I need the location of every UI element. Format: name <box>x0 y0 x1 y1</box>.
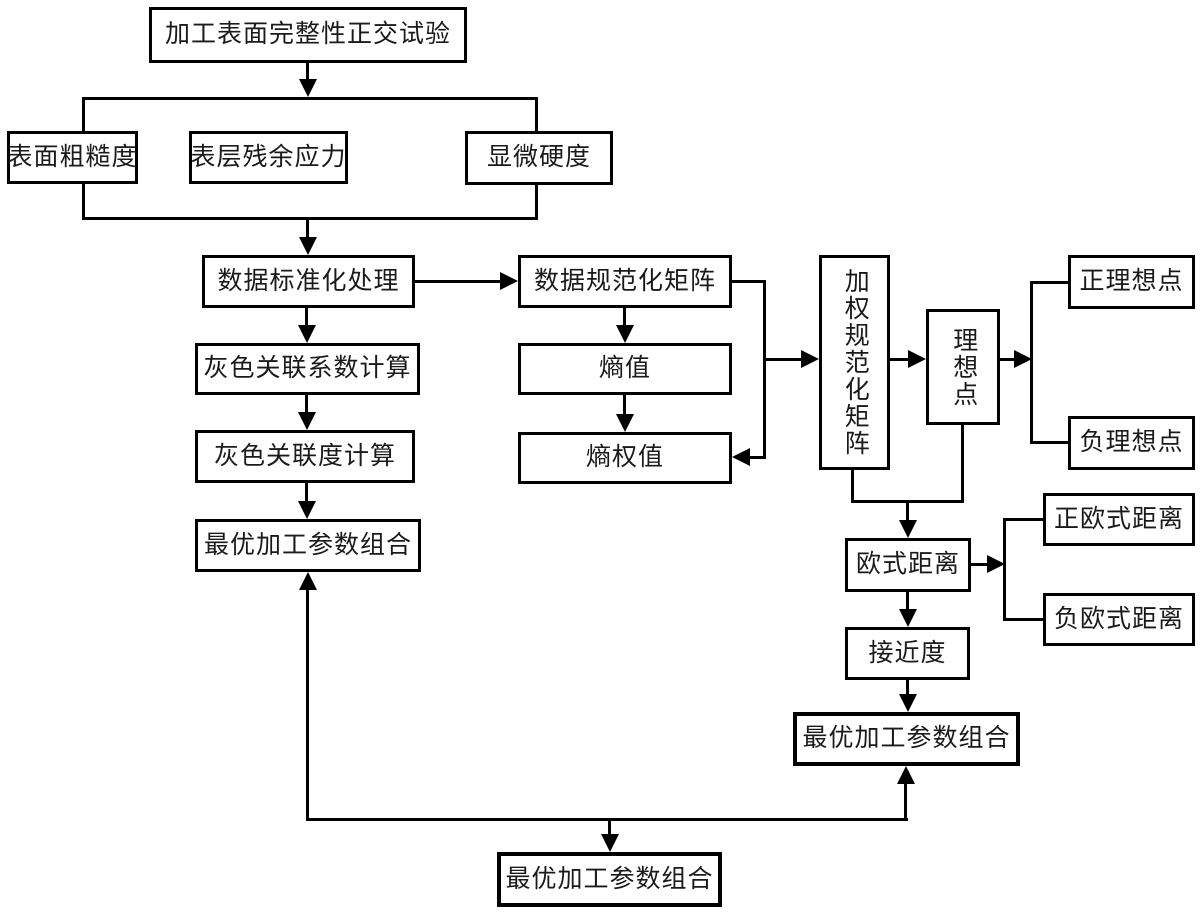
arrow-head-into-optimal-topsis <box>897 766 915 784</box>
arrow-head-into-euclidean <box>899 520 917 538</box>
node-surface-roughness: 表面粗糙度 <box>7 131 138 184</box>
connector-matrix-to-entropy <box>623 308 626 327</box>
node-residual-stress: 表层残余应力 <box>189 131 348 184</box>
connector-loop-to-entropy-weight <box>750 456 766 459</box>
connector-ideal-down <box>961 425 964 503</box>
node-optimal-params-final: 最优加工参数组合 <box>497 852 722 907</box>
connector-loop-to-weighted-matrix <box>763 358 801 361</box>
node-entropy-weight: 熵权值 <box>518 432 732 484</box>
arrow-head-standardization-to-matrix <box>500 272 518 290</box>
connector-frame-to-standardization <box>306 219 309 239</box>
node-grey-relational-coefficient: 灰色关联系数计算 <box>195 343 420 395</box>
connector-weighted-down <box>851 470 854 503</box>
arrow-head-ideal-out <box>1014 350 1032 368</box>
arrow-head-euclidean-out <box>987 555 1005 573</box>
node-data-normalization-matrix: 数据规范化矩阵 <box>518 255 732 308</box>
node-optimal-params-grey: 最优加工参数组合 <box>195 519 421 572</box>
connector-coefficient-to-degree <box>305 395 308 414</box>
bracket-to-negative-euclidean <box>1003 618 1043 621</box>
node-negative-ideal-point: 负理想点 <box>1068 416 1195 470</box>
arrow-head-matrix-to-entropy <box>616 325 634 343</box>
connector-bottom-bus <box>306 818 908 821</box>
connector-standardization-to-coefficient <box>305 308 308 327</box>
arrow-head-euclidean-to-closeness <box>899 609 917 627</box>
connector-bus-left-vertical <box>306 588 309 821</box>
bracket-to-positive-ideal <box>1030 281 1068 284</box>
arrow-head-into-optimal-final <box>601 834 619 852</box>
node-ideal-point: 理想点 <box>926 309 1000 425</box>
arrow-head-closeness-to-optimal <box>899 694 917 712</box>
node-orthogonal-test: 加工表面完整性正交试验 <box>149 7 467 63</box>
bracket-to-positive-euclidean <box>1003 518 1043 521</box>
connector-euclidean-to-closeness <box>906 592 909 611</box>
node-euclidean-distance: 欧式距离 <box>845 538 971 592</box>
connector-degree-to-optimal-grey <box>305 483 308 503</box>
arrow-head-into-weighted-matrix <box>801 350 819 368</box>
connector-entropy-to-weight <box>623 395 626 416</box>
bracket-to-negative-ideal <box>1030 441 1068 444</box>
connector-bus-right-vertical <box>904 782 907 821</box>
connector-closeness-to-optimal <box>906 680 909 696</box>
arrow-head-frame-to-standardization <box>299 237 317 255</box>
node-entropy-value: 熵值 <box>518 343 732 395</box>
node-grey-relational-degree: 灰色关联度计算 <box>195 430 415 483</box>
node-positive-ideal-point: 正理想点 <box>1068 255 1195 309</box>
node-micro-hardness: 显微硬度 <box>465 131 613 185</box>
arrow-head-standardization-to-coefficient <box>298 325 316 343</box>
arrow-head-degree-to-optimal-grey <box>298 501 316 519</box>
connector-matrix-right-out <box>732 280 766 283</box>
connector-standardization-to-matrix <box>415 280 502 283</box>
node-data-standardization: 数据标准化处理 <box>202 255 415 308</box>
connector-ideal-out <box>1000 358 1014 361</box>
node-negative-euclidean-distance: 负欧式距离 <box>1043 593 1195 646</box>
connector-bus-to-final <box>608 821 611 836</box>
node-closeness-degree: 接近度 <box>845 627 970 680</box>
arrow-head-entropy-to-weight <box>616 414 634 432</box>
arrow-head-test-to-frame <box>299 79 317 97</box>
node-optimal-params-topsis: 最优加工参数组合 <box>793 712 1020 766</box>
arrow-head-into-optimal-grey <box>299 572 317 590</box>
arrow-head-weighted-to-ideal <box>908 350 926 368</box>
connector-euclidean-out <box>971 563 987 566</box>
node-weighted-normalization-matrix: 加权规范化矩阵 <box>819 255 890 470</box>
arrow-head-into-entropy-weight <box>732 448 750 466</box>
connector-test-to-frame <box>306 62 309 82</box>
connector-matrix-loop-vertical <box>763 280 766 458</box>
connector-weighted-to-ideal <box>890 358 908 361</box>
node-positive-euclidean-distance: 正欧式距离 <box>1043 493 1195 546</box>
arrow-head-coefficient-to-degree <box>298 412 316 430</box>
connector-merge-to-euclidean <box>906 500 909 522</box>
